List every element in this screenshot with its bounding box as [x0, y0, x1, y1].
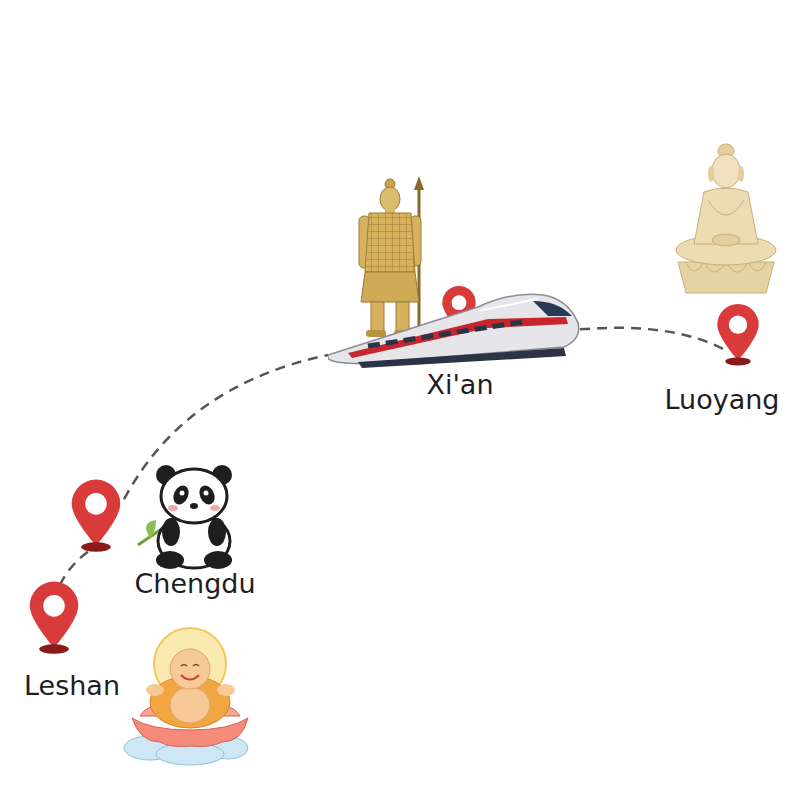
laughing-buddha-icon	[170, 687, 210, 723]
seated-buddha-statue	[708, 166, 714, 182]
high-speed-train	[328, 283, 580, 373]
location-pin	[39, 644, 69, 653]
seated-buddha-statue	[712, 234, 740, 246]
panda-icon	[156, 551, 184, 569]
high-speed-train	[358, 348, 566, 368]
terracotta-warrior	[380, 187, 400, 211]
seated-buddha-statue	[676, 144, 776, 293]
panda-icon	[162, 518, 180, 546]
location-pin	[69, 478, 123, 554]
high-speed-train	[478, 299, 538, 311]
place-name: Leshan	[24, 670, 120, 702]
place-marker: Xi'an	[328, 283, 580, 405]
location-pin	[729, 315, 747, 333]
place-name: Luoyang	[665, 384, 780, 416]
terracotta-warrior	[414, 176, 424, 190]
location-pin	[85, 493, 107, 515]
route-line	[60, 552, 87, 584]
seated-buddha-statue	[708, 200, 744, 215]
panda-icon	[210, 505, 220, 511]
place-name: Xi'an	[426, 369, 493, 401]
location-pin	[30, 582, 79, 648]
panda-icon	[138, 465, 232, 569]
high-speed-train	[368, 321, 528, 346]
laughing-buddha-icon	[124, 628, 248, 765]
location-pin	[725, 357, 750, 365]
terracotta-warrior	[359, 176, 424, 337]
panda-icon	[180, 491, 185, 496]
route-line	[124, 355, 328, 499]
terracotta-warrior	[371, 302, 384, 332]
panda-icon	[168, 505, 178, 511]
terracotta-warrior	[366, 330, 386, 337]
panda-icon	[208, 518, 226, 546]
seated-buddha-statue	[676, 235, 776, 265]
place-marker: Chengdu	[65, 476, 265, 606]
location-pin	[72, 480, 121, 546]
location-pin	[717, 304, 758, 360]
place-name: Chengdu	[134, 568, 255, 600]
high-speed-train	[533, 301, 572, 316]
laughing-buddha-icon	[217, 684, 235, 696]
panda-icon	[146, 520, 156, 538]
panda-icon	[196, 483, 217, 507]
panda-icon	[170, 483, 191, 507]
panda-icon	[204, 491, 209, 496]
place-marker: Leshan	[15, 578, 140, 706]
seated-buddha-statue	[678, 262, 774, 293]
location-pin	[27, 580, 81, 656]
laughing-buddha-icon	[181, 675, 199, 680]
panda-icon	[190, 503, 198, 509]
location-pin	[715, 302, 761, 368]
location-pin	[81, 542, 111, 551]
location-pin	[452, 295, 467, 310]
laughing-buddha-icon	[170, 649, 210, 689]
panda-icon	[204, 551, 232, 569]
location-pin	[43, 595, 65, 617]
route-line	[580, 328, 724, 350]
terracotta-warrior	[361, 272, 419, 302]
terracotta-warrior	[396, 302, 409, 332]
laughing-buddha-icon	[146, 684, 164, 696]
laughing-buddha-icon	[181, 665, 199, 667]
place-marker: Luoyang	[655, 300, 795, 422]
seated-buddha-statue	[738, 166, 744, 182]
terracotta-warrior	[365, 213, 415, 272]
seated-buddha-statue	[712, 154, 740, 188]
panda-icon	[161, 469, 227, 523]
